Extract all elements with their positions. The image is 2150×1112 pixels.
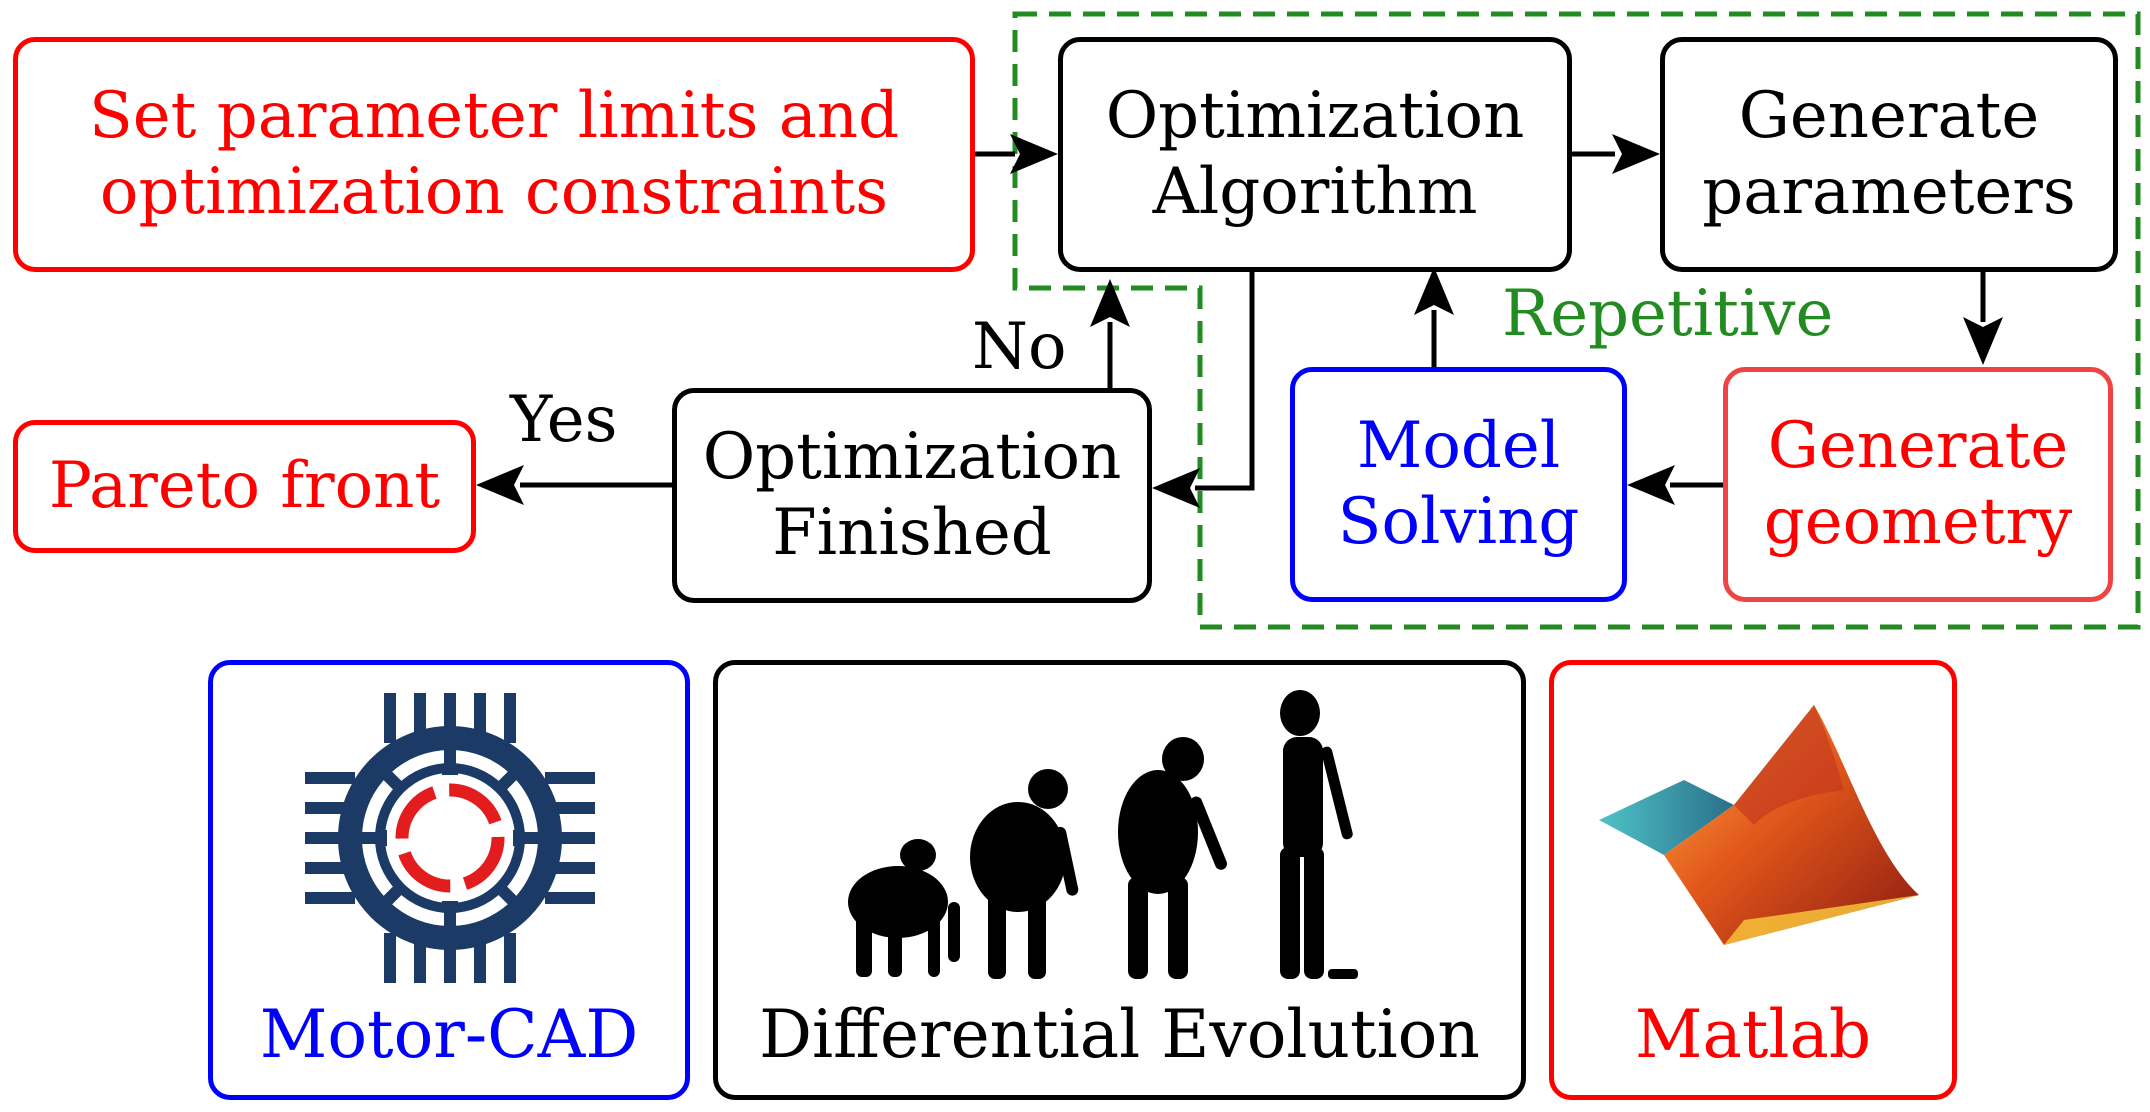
arrowhead bbox=[1627, 465, 1675, 505]
gen-parameters-line2: parameters bbox=[1702, 154, 2076, 229]
model-solving-box: Model Solving bbox=[1290, 367, 1627, 602]
repetitive-region-outline bbox=[1012, 11, 2141, 630]
opt-finished-line2: Finished bbox=[772, 495, 1052, 570]
evolution-silhouette-icon bbox=[848, 690, 1358, 979]
yes-label: Yes bbox=[510, 383, 618, 457]
pareto-front-label: Pareto front bbox=[48, 448, 441, 523]
matlab-membrane-icon bbox=[1599, 705, 1919, 945]
motorcad-label: Motor-CAD bbox=[259, 996, 639, 1073]
matlab-panel: Matlab bbox=[1549, 660, 1957, 1100]
matlab-label: Matlab bbox=[1634, 996, 1872, 1073]
opt-finished-line1: Optimization bbox=[702, 419, 1122, 494]
differential-evolution-panel: Differential Evolution bbox=[713, 660, 1526, 1100]
repetitive-label: Repetitive bbox=[1502, 277, 1834, 351]
opt-algorithm-line2: Algorithm bbox=[1152, 154, 1478, 229]
model-solving-line2: Solving bbox=[1337, 484, 1580, 559]
arrowhead bbox=[1152, 468, 1200, 508]
model-solving-line1: Model bbox=[1356, 408, 1561, 483]
gen-parameters-line1: Generate bbox=[1738, 78, 2040, 153]
pareto-front-box: Pareto front bbox=[13, 420, 476, 553]
no-label: No bbox=[972, 310, 1067, 384]
opt-algorithm-line1: Optimization bbox=[1105, 78, 1525, 153]
arrowhead bbox=[1090, 279, 1130, 327]
arrowhead bbox=[1612, 134, 1660, 174]
arrowhead bbox=[1414, 267, 1454, 315]
gen-geometry-line1: Generate bbox=[1767, 408, 2069, 483]
generate-geometry-box: Generate geometry bbox=[1723, 367, 2113, 602]
set-limits-line1: Set parameter limits and bbox=[88, 78, 900, 153]
gen-geometry-line2: geometry bbox=[1763, 484, 2073, 559]
arrowhead bbox=[476, 465, 524, 505]
optimization-finished-box: Optimization Finished bbox=[672, 388, 1152, 603]
arrow-algorithm-to-finished bbox=[1195, 272, 1255, 491]
arrowhead bbox=[1010, 134, 1058, 174]
differential-evolution-label: Differential Evolution bbox=[759, 996, 1480, 1073]
arrowhead bbox=[1963, 317, 2003, 365]
optimization-algorithm-box: Optimization Algorithm bbox=[1058, 37, 1572, 272]
generate-parameters-box: Generate parameters bbox=[1660, 37, 2118, 272]
set-limits-line2: optimization constraints bbox=[99, 154, 889, 229]
motor-stator-icon bbox=[305, 693, 595, 983]
set-parameter-limits-box: Set parameter limits and optimization co… bbox=[13, 37, 975, 272]
motorcad-panel: Motor-CAD bbox=[208, 660, 690, 1100]
